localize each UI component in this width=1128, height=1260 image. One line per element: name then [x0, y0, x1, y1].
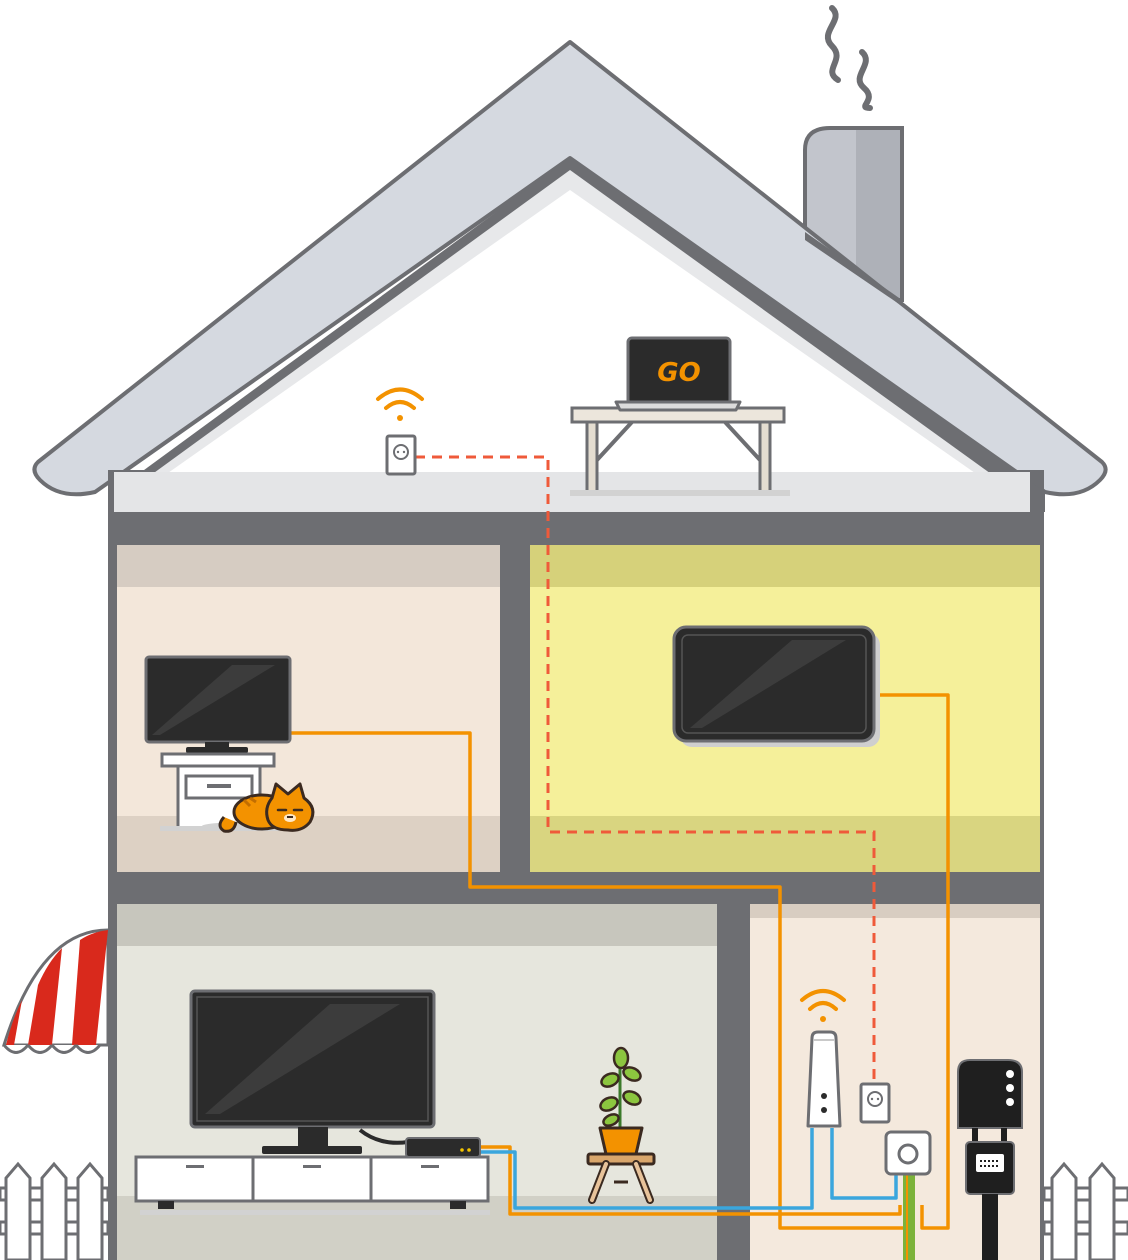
wall-outlet-icon — [884, 1130, 932, 1176]
coax-cable-set-top-box — [478, 1128, 814, 1210]
coax-cable-router — [830, 1128, 898, 1200]
ethernet-cable-wall-tv — [878, 693, 950, 1230]
powerline-adapter-icon-base — [859, 1082, 891, 1124]
attic-wifi-icon — [376, 387, 424, 421]
tv-cabinet — [134, 1155, 490, 1215]
chimney-base — [805, 232, 902, 306]
router-icon — [806, 1030, 842, 1128]
tv-icon-wall-mounted — [672, 625, 880, 747]
fence-left — [0, 1161, 110, 1260]
laptop-screen-text: GO — [657, 358, 700, 388]
electric-meter-icon — [957, 1059, 1023, 1260]
laptop-icon: GO — [614, 336, 742, 412]
awning — [1, 928, 110, 1054]
router-wifi-icon — [800, 989, 846, 1022]
ground-cable — [903, 1172, 915, 1260]
cat-icon — [202, 782, 315, 833]
fence-right — [1042, 1161, 1128, 1260]
tv-icon-upper-left — [144, 655, 292, 753]
coax-cables — [478, 1128, 898, 1210]
powerline-adapter-icon — [385, 434, 417, 476]
chimney-smoke — [824, 5, 873, 111]
set-top-box-icon — [405, 1137, 481, 1158]
ethernet-cable-set-top-box — [478, 1145, 902, 1216]
attic-room — [114, 158, 1045, 512]
plant-icon — [586, 1046, 656, 1204]
powerline-link — [415, 455, 876, 1084]
tv-icon-living-room — [189, 989, 436, 1154]
